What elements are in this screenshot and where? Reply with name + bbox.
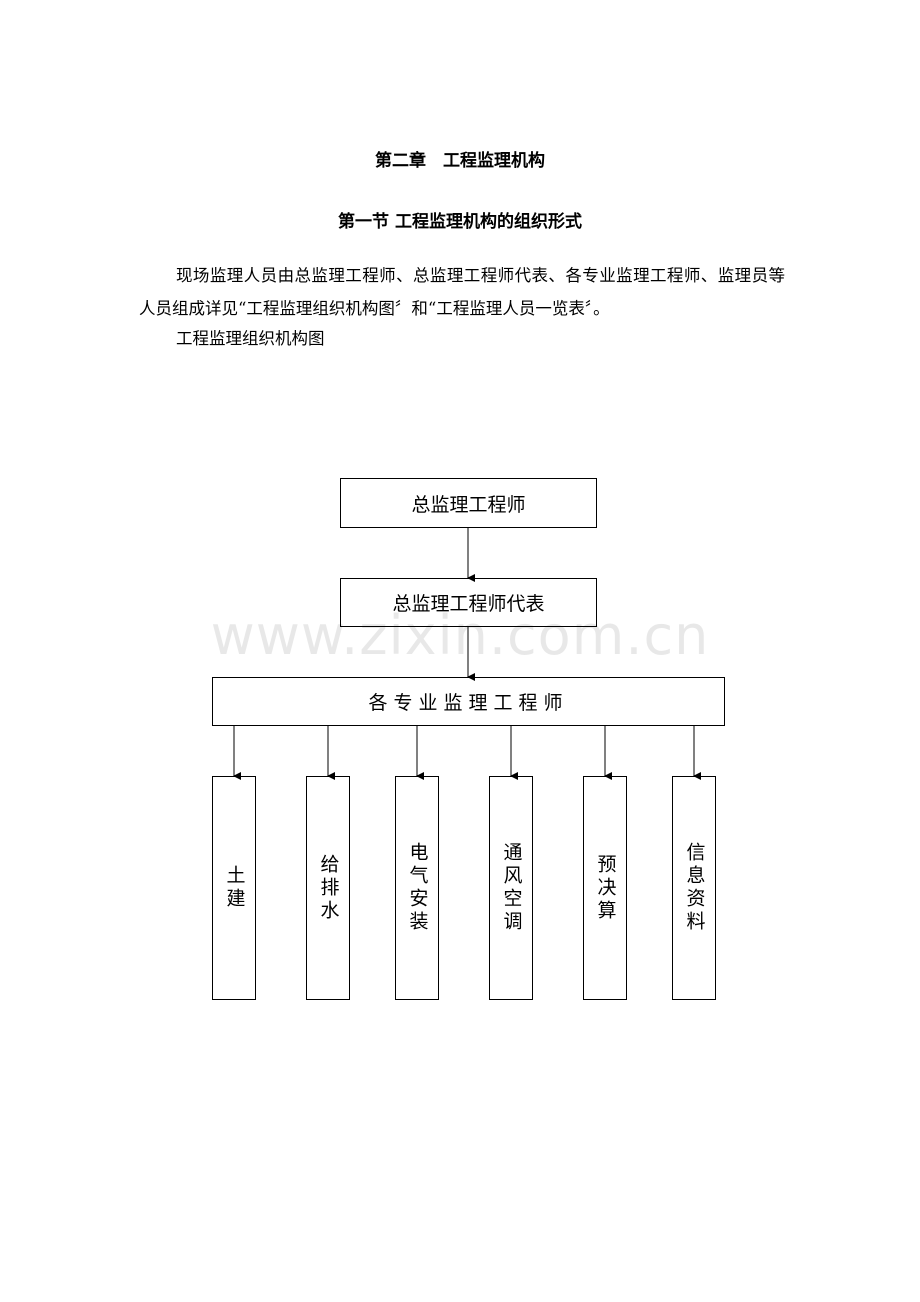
department-label: 电气安装 bbox=[406, 842, 429, 934]
figure-caption: 工程监理组织机构图 bbox=[176, 329, 325, 348]
department-box-information: 信息资料 bbox=[672, 776, 716, 1000]
department-label: 信息资料 bbox=[683, 842, 706, 934]
body-paragraph: 现场监理人员由总监理工程师、总监理工程师代表、各专业监理工程师、监理员等人员组成… bbox=[139, 266, 785, 318]
department-label: 通风空调 bbox=[500, 842, 523, 934]
section-title: 第一节 工程监理机构的组织形式 bbox=[338, 212, 582, 232]
department-label: 预决算 bbox=[594, 853, 617, 923]
deputy-engineer-box: 总监理工程师代表 bbox=[340, 578, 597, 627]
chief-engineer-box: 总监理工程师 bbox=[340, 478, 597, 528]
department-box-civil: 土建 bbox=[212, 776, 256, 1000]
department-box-budget: 预决算 bbox=[583, 776, 627, 1000]
department-box-plumbing: 给排水 bbox=[306, 776, 350, 1000]
department-box-hvac: 通风空调 bbox=[489, 776, 533, 1000]
department-label: 给排水 bbox=[317, 853, 340, 923]
department-box-electrical: 电气安装 bbox=[395, 776, 439, 1000]
specialist-engineers-box: 各专业监理工程师 bbox=[212, 677, 725, 726]
department-label: 土建 bbox=[223, 865, 246, 911]
chapter-title: 第二章 工程监理机构 bbox=[375, 151, 545, 171]
